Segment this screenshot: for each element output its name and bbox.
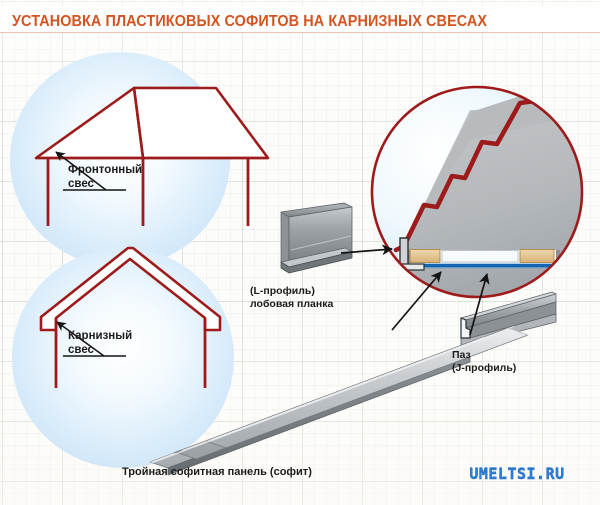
watermark-text: UMELTSI.RU [469, 465, 565, 483]
label-l-profile-line2: лобовая планка [250, 297, 334, 310]
label-groove-line1: Паз [452, 349, 471, 361]
arrow-icon-eave [56, 321, 126, 357]
label-gable-overhang: Фронтонный свес [68, 163, 142, 191]
house-front-elevation-icon [39, 246, 222, 388]
label-l-profile-line1: (L-профиль) [250, 285, 315, 297]
label-eave-line1: Карнизный [68, 330, 133, 342]
title-bar: УСТАНОВКА ПЛАСТИКОВЫХ СОФИТОВ НА КАРНИЗН… [0, 6, 600, 32]
page-title: УСТАНОВКА ПЛАСТИКОВЫХ СОФИТОВ НА КАРНИЗН… [12, 13, 488, 30]
label-eave-overhang: Карнизный свес [68, 329, 132, 357]
label-groove-j-profile: Паз (J-профиль) [452, 349, 516, 375]
label-groove-line2: (J-профиль) [452, 361, 517, 374]
label-soffit-panel-caption: Тройная софитная панель (софит) [122, 466, 312, 478]
arrow-icon-jprofile-to-detail [469, 273, 490, 336]
glow-blob-eave [12, 248, 234, 468]
title-divider [0, 32, 600, 33]
watermark-logo: UMELTSI.RU [447, 461, 587, 487]
label-eave-line2: свес [68, 344, 94, 357]
arrow-icon-lprofile-to-detail [340, 244, 393, 256]
detail-circle-icon [370, 85, 584, 299]
soffit-panel-icon [149, 325, 529, 476]
l-profile-icon [280, 202, 353, 274]
label-l-profile: (L-профиль) лобовая планка [250, 285, 333, 311]
label-gable-line2: свес [68, 178, 94, 191]
arrow-icon-gable [55, 151, 126, 191]
label-gable-line1: Фронтонный [68, 164, 143, 176]
house-perspective-icon [34, 86, 270, 226]
arrow-icon-soffit-to-detail [391, 271, 442, 331]
